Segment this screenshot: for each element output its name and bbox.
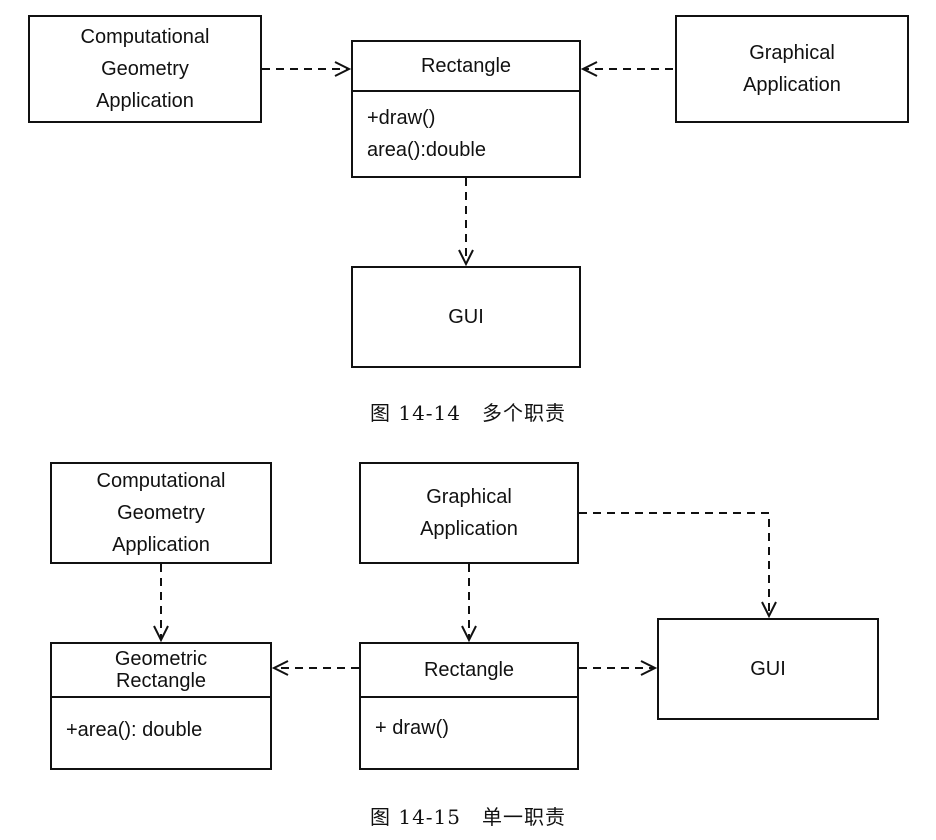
fig1-rectangle-op-draw: +draw() <box>367 107 436 129</box>
fig1-arrowhead-gui <box>458 249 474 267</box>
fig2-rectangle-op-draw: + draw() <box>375 717 449 739</box>
fig1-graphical-application-label: Graphical Application <box>743 42 841 96</box>
fig2-geometric-rectangle-operations: +area(): double <box>52 698 270 756</box>
fig2-arrowhead-geometric-right <box>271 660 289 676</box>
fig2-arrowhead-rectangle-top <box>461 625 477 643</box>
fig1-gui-label: GUI <box>448 306 484 328</box>
fig2-rectangle-operations: + draw() <box>361 698 577 754</box>
fig2-geometric-rectangle-name: Geometric Rectangle <box>52 644 270 698</box>
fig2-arrowhead-gui-left <box>640 660 658 676</box>
fig1-arrowhead-right-rectangle <box>580 61 598 77</box>
fig2-arrow-graphical-to-gui <box>579 512 770 614</box>
fig1-arrowhead-left-rectangle <box>334 61 352 77</box>
fig2-graphical-application-label: Graphical Application <box>420 486 518 540</box>
fig1-graphical-application-box: Graphical Application <box>675 15 909 123</box>
fig1-computational-geometry-label: Computational Geometry Application <box>80 26 210 112</box>
fig2-geometric-rectangle-op-area: +area(): double <box>66 719 203 741</box>
fig2-rectangle-class: Rectangle + draw() <box>359 642 579 770</box>
fig1-rectangle-operations: +draw() area():double <box>353 92 579 176</box>
fig2-geometric-rectangle-class: Geometric Rectangle +area(): double <box>50 642 272 770</box>
fig2-arrowhead-gui-top <box>761 601 777 619</box>
fig2-caption: 图 14-15 单一职责 <box>369 805 566 829</box>
fig2-rectangle-name: Rectangle <box>361 644 577 698</box>
fig2-graphical-application-box: Graphical Application <box>359 462 579 564</box>
fig2-computational-geometry-label: Computational Geometry Application <box>96 470 226 556</box>
fig1-gui-box: GUI <box>351 266 581 368</box>
fig1-computational-geometry-box: Computational Geometry Application <box>28 15 262 123</box>
fig2-arrowhead-geometric-top <box>153 625 169 643</box>
fig2-gui-label: GUI <box>750 658 786 680</box>
fig1-caption: 图 14-14 多个职责 <box>369 401 566 425</box>
fig2-computational-geometry-box: Computational Geometry Application <box>50 462 272 564</box>
fig1-rectangle-name: Rectangle <box>353 42 579 92</box>
fig2-gui-box: GUI <box>657 618 879 720</box>
fig1-rectangle-class: Rectangle +draw() area():double <box>351 40 581 178</box>
fig1-rectangle-op-area: area():double <box>367 139 486 161</box>
